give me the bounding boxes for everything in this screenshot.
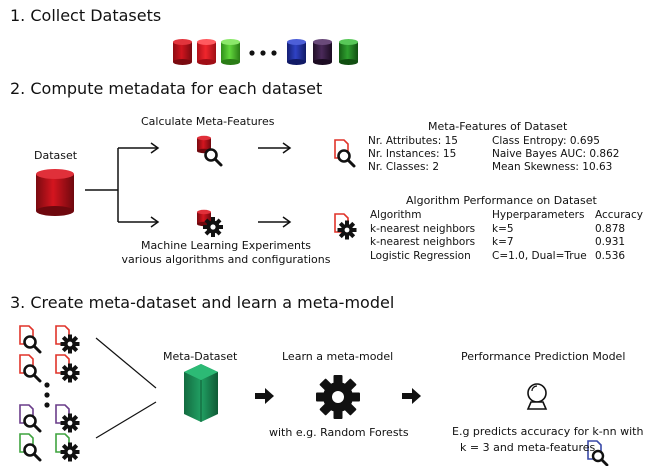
meta-dataset-label: Meta-Dataset <box>163 350 238 363</box>
meta-feature: Naive Bayes AUC: 0.862 <box>492 148 620 160</box>
section1-title: 1. Collect Datasets <box>10 6 162 25</box>
table-cell: 0.536 <box>595 249 626 262</box>
table-cell: 0.931 <box>595 236 626 248</box>
prediction-text-line1: E.g predicts accuracy for k-nn with <box>452 425 644 438</box>
table-cell: k-nearest neighbors <box>370 222 476 235</box>
doc-search-icon <box>587 440 609 466</box>
meta-dataset-prism <box>184 364 218 422</box>
table-header: Hyperparameters <box>492 209 585 221</box>
section3-title: 3. Create meta-dataset and learn a meta-… <box>10 293 395 312</box>
dataset-cylinder-blue <box>287 39 306 65</box>
random-forests-label: with e.g. Random Forests <box>269 426 409 439</box>
prediction-text-line2: k = 3 and meta-features <box>460 441 596 454</box>
doc-search-icon <box>19 404 42 433</box>
meta-items-grid <box>19 325 80 462</box>
meta-feature: Mean Skewness: 10.63 <box>492 161 613 173</box>
meta-feature: Nr. Instances: 15 <box>368 148 457 160</box>
vertical-ellipsis <box>44 382 50 408</box>
ellipsis-dots <box>249 50 277 56</box>
dataset-cylinder-purple <box>313 39 332 65</box>
doc-search-icon <box>19 433 42 462</box>
doc-gear-icon <box>334 213 357 240</box>
doc-gear-icon <box>55 404 80 433</box>
gear-icon <box>316 375 360 419</box>
ml-experiments-label: Machine Learning Experiments <box>140 239 312 252</box>
doc-gear-icon <box>55 433 80 462</box>
dataset-cylinder-dark-green <box>339 39 358 65</box>
algo-col-hyperparameters: Hyperparameters k=5 k=7 C=1.0, Dual=True <box>492 209 587 263</box>
db-gear-icon <box>197 209 223 237</box>
bold-arrow <box>255 388 274 404</box>
meta-features-left: Nr. Attributes: 15 Nr. Instances: 15 Nr.… <box>368 135 458 174</box>
table-cell: 0.878 <box>595 222 626 235</box>
algo-perf-title: Algorithm Performance on Dataset <box>406 194 597 207</box>
dataset-big-cylinder <box>36 169 74 216</box>
table-cell: Logistic Regression <box>370 249 471 262</box>
dataset-cylinder-red-bright <box>197 39 216 65</box>
meta-feature: Nr. Attributes: 15 <box>368 135 458 147</box>
bold-arrow <box>402 388 421 404</box>
dataset-cylinder-red <box>173 39 192 65</box>
arrow-to-algo-performance <box>258 216 292 228</box>
table-cell: C=1.0, Dual=True <box>492 249 587 262</box>
converging-lines <box>95 337 157 439</box>
meta-features-right: Class Entropy: 0.695 Naive Bayes AUC: 0.… <box>492 135 619 174</box>
crystal-ball-icon <box>526 383 548 410</box>
dataset-label: Dataset <box>34 149 78 162</box>
table-header: Accuracy <box>595 209 643 221</box>
algo-col-accuracy: Accuracy 0.878 0.931 0.536 <box>595 209 643 263</box>
doc-search-icon <box>19 325 42 354</box>
meta-feature: Nr. Classes: 2 <box>368 161 439 173</box>
table-cell: k=7 <box>492 236 514 248</box>
arrow-to-meta-features <box>258 142 292 154</box>
doc-search-icon <box>19 354 42 383</box>
table-cell: k-nearest neighbors <box>370 236 476 248</box>
table-header: Algorithm <box>370 209 422 221</box>
doc-search-icon <box>334 139 356 168</box>
meta-feature: Class Entropy: 0.695 <box>492 135 600 147</box>
table-cell: k=5 <box>492 222 514 235</box>
algo-col-algorithm: Algorithm k-nearest neighbors k-nearest … <box>370 209 475 263</box>
section2-title: 2. Compute metadata for each dataset <box>10 79 323 98</box>
meta-features-title: Meta-Features of Dataset <box>428 120 568 133</box>
dataset-cylinder-green <box>221 39 240 65</box>
learn-meta-model-label: Learn a meta-model <box>282 350 394 363</box>
doc-gear-icon <box>55 325 80 354</box>
calc-meta-features-label: Calculate Meta-Features <box>141 115 275 128</box>
ppm-label: Performance Prediction Model <box>461 350 626 363</box>
db-search-icon <box>197 135 223 167</box>
branch-connector <box>85 142 160 228</box>
ml-experiments-sublabel: various algorithms and configurations <box>121 253 331 266</box>
doc-gear-icon <box>55 354 80 383</box>
